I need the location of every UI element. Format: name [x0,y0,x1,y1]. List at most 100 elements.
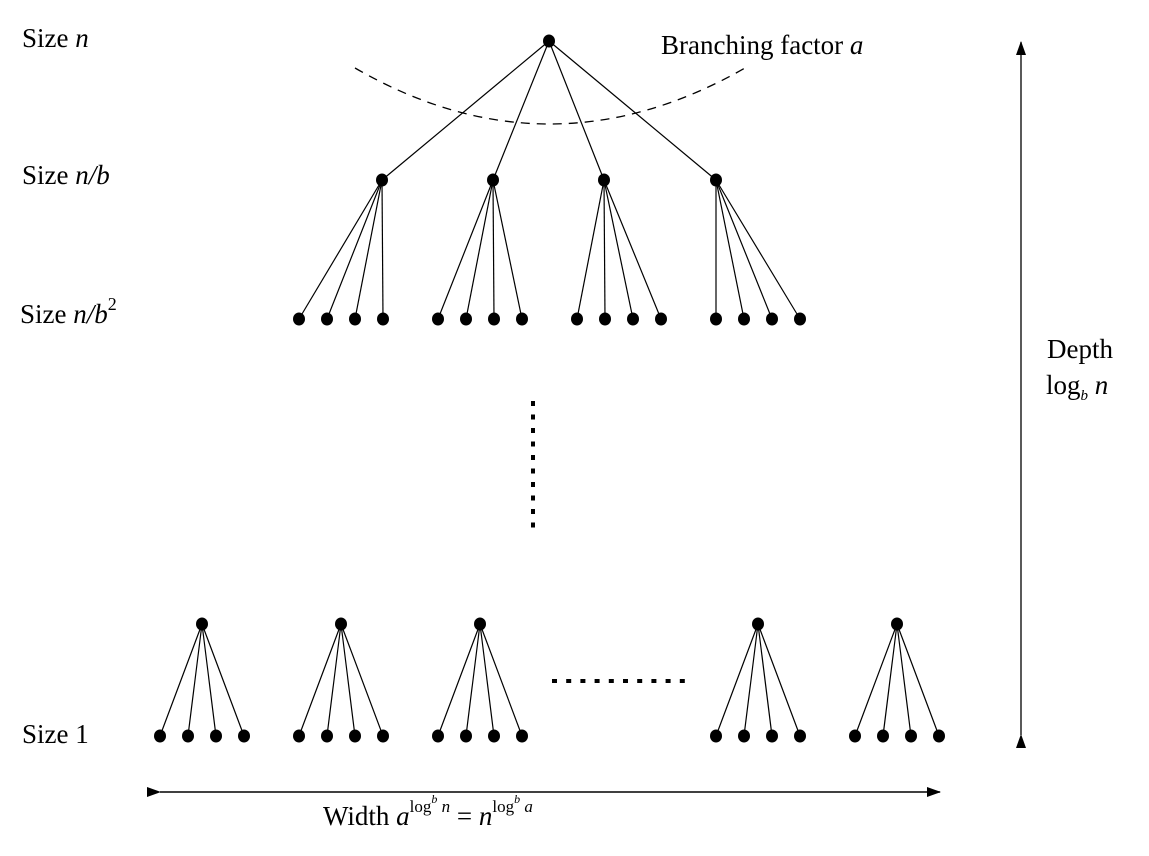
width-formula: Width alogb n = nlogb a [323,792,533,831]
tree-node [905,729,917,743]
tree-node [516,312,528,326]
tree-edge [548,40,605,181]
tree-edge [896,623,912,737]
ellipsis-dot [531,509,535,514]
tree-edge [743,623,759,737]
tree-node [752,617,764,631]
tree-edge [548,40,717,181]
tree-node [571,312,583,326]
ellipsis-dot [531,441,535,447]
ellipsis-dot [623,679,628,683]
tree-edge [298,179,383,320]
tree-edge [715,179,745,320]
tree-edge [201,623,245,737]
ellipsis-dot [531,455,535,460]
tree-edge [479,623,523,737]
tree-edge [159,623,203,737]
ellipsis-dot [531,401,535,406]
tree-node [474,617,486,631]
tree-edge [381,179,384,320]
tree-node [598,173,610,187]
ellipsis-dot [594,679,600,683]
tree-node [460,312,472,326]
level-label-size-n-over-b-squared: Size n/b2 [20,294,117,329]
tree-node [376,173,388,187]
tree-edge [340,623,356,737]
tree-node [432,312,444,326]
ellipsis-dot [531,428,535,433]
tree-edge [326,623,342,737]
tree-node [349,729,361,743]
tree-node [488,729,500,743]
tree-node [321,729,333,743]
tree-edge [603,179,634,320]
tree-edge [896,623,940,737]
tree-edge [757,623,801,737]
tree-edge [492,179,523,320]
tree-node [321,312,333,326]
ellipsis-dot [566,679,572,683]
tree-node [293,729,305,743]
level-label-size-1: Size 1 [22,719,89,749]
tree-edge [576,179,605,320]
ellipsis-dot [531,468,535,474]
tree-node [655,312,667,326]
tree-edge [757,623,773,737]
ellipsis-dot [552,679,557,683]
tree-edge [437,179,494,320]
branching-arc [354,67,746,125]
tree-node [627,312,639,326]
tree-node [794,729,806,743]
tree-node [238,729,250,743]
tree-node [766,729,778,743]
tree-edge [201,623,217,737]
ellipsis-dot [651,679,657,683]
tree-node [738,312,750,326]
ellipsis-dot [637,679,643,683]
tree-node [766,312,778,326]
tree-node [710,312,722,326]
tree-edge [854,623,898,737]
ellipsis-dot [531,495,535,501]
tree-edge [715,623,759,737]
tree-edge [326,179,383,320]
tree-edge [340,623,384,737]
tree-node [933,729,945,743]
tree-edge [187,623,203,737]
ellipsis-dot [531,414,535,420]
tree-node [182,729,194,743]
tree-node [849,729,861,743]
tree-node [335,617,347,631]
depth-label: Depth [1047,334,1113,364]
ellipsis-dot [531,482,535,487]
tree-edge [437,623,481,737]
tree-node [154,729,166,743]
tree-edge [381,40,550,181]
tree-node [377,729,389,743]
tree-edge [354,179,383,320]
tree-node [460,729,472,743]
tree-node [488,312,500,326]
tree-node [432,729,444,743]
ellipsis-dot [608,679,614,683]
tree-edge [492,40,550,181]
tree-edge [603,179,606,320]
tree-node [487,173,499,187]
tree-node [377,312,389,326]
tree-node [210,729,222,743]
tree-edge [603,179,662,320]
tree-node [349,312,361,326]
tree-node [710,173,722,187]
ellipsis-dot [580,679,586,683]
tree-edge [465,179,494,320]
tree-edge [479,623,495,737]
tree-node [543,34,555,48]
ellipsis-dot [679,679,685,683]
ellipsis-dot [665,679,671,683]
tree-node [877,729,889,743]
ellipsis-dot [531,522,535,528]
tree-edge [298,623,342,737]
level-label-size-n: Size n [22,23,89,53]
tree-edge [715,179,773,320]
